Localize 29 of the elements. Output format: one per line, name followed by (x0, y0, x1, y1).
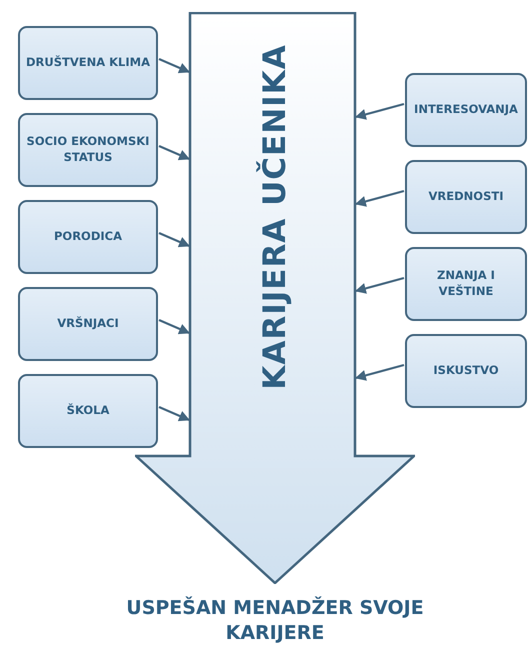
factor-label: INTERESOVANJA (413, 102, 519, 118)
factor-label: DRUŠTVENA KLIMA (24, 55, 151, 71)
factor-label: VREDNOSTI (428, 189, 504, 205)
arrow (158, 145, 190, 160)
arrow-title: KARIJERA UČENIKA (257, 44, 293, 390)
factor-label: PORODICA (52, 229, 123, 245)
arrow (158, 58, 190, 74)
factor-box (405, 247, 527, 321)
factor-box (405, 73, 527, 147)
factor-box (405, 160, 527, 234)
arrow (354, 276, 404, 294)
factor-box (18, 200, 158, 274)
factor-label: SOCIO EKONOMSKI STATUS (26, 134, 150, 166)
factor-label: ŠKOLA (66, 403, 110, 419)
factor-box (18, 26, 158, 100)
outcome-caption: USPEŠAN MENADŽER SVOJE KARIJERE (125, 596, 425, 646)
arrow (354, 190, 404, 207)
arrow (354, 364, 404, 381)
arrow (158, 232, 190, 248)
factor-box (18, 287, 158, 361)
factor-box (18, 374, 158, 448)
factor-label: ISKUSTVO (432, 363, 500, 379)
arrow (158, 319, 190, 334)
factor-label: VRŠNJACI (56, 316, 120, 332)
arrow (158, 406, 190, 422)
factor-box (18, 113, 158, 187)
arrow (354, 102, 404, 120)
factor-box (405, 334, 527, 408)
factor-label: ZNANJA I VEŠTINE (436, 268, 496, 300)
